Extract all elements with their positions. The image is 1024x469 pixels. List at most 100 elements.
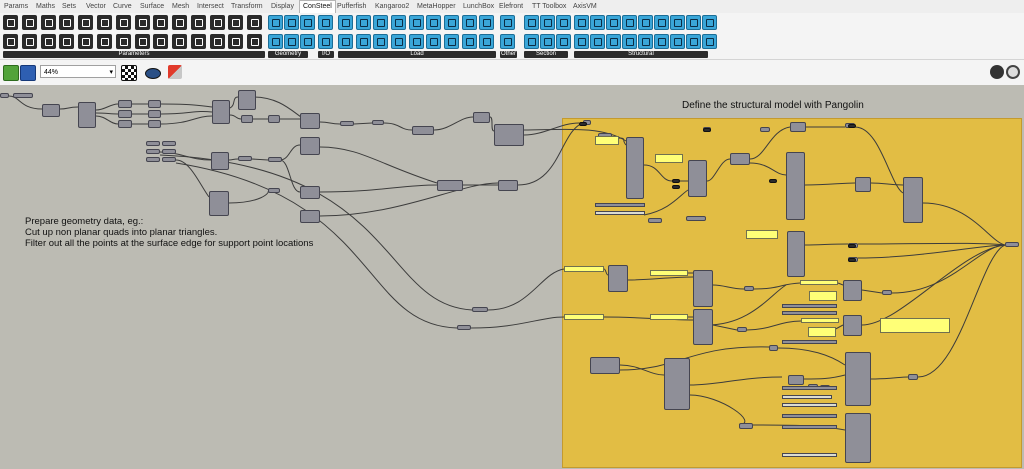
component-icon[interactable] [3, 15, 18, 30]
component-icon[interactable] [247, 15, 263, 30]
component-node[interactable] [211, 152, 229, 170]
tab-intersect[interactable]: Intersect [197, 3, 224, 10]
tab-pufferfish[interactable]: Pufferfish [337, 3, 367, 10]
component-node[interactable] [845, 352, 871, 406]
component-node[interactable] [148, 110, 161, 118]
component-pill[interactable] [372, 120, 384, 125]
panel[interactable] [564, 314, 604, 320]
component-icon[interactable] [524, 33, 539, 49]
wire-relay[interactable] [672, 179, 680, 183]
panel[interactable] [809, 291, 837, 301]
component-node[interactable] [209, 191, 229, 216]
component-icon[interactable] [443, 33, 459, 49]
component-icon[interactable] [338, 33, 353, 49]
wire-relay[interactable] [769, 179, 777, 183]
component-icon[interactable] [268, 15, 283, 30]
tab-tt-toolbox[interactable]: TT Toolbox [532, 3, 567, 10]
tab-display[interactable]: Display [271, 3, 294, 10]
tab-mesh[interactable]: Mesh [172, 3, 190, 10]
component-icon[interactable] [300, 15, 315, 30]
component-icon[interactable] [540, 15, 555, 30]
component-icon[interactable] [228, 33, 244, 49]
tab-metahopper[interactable]: MetaHopper [417, 3, 456, 10]
component-node[interactable] [845, 413, 871, 463]
component-node[interactable] [498, 180, 518, 191]
component-node[interactable] [118, 110, 132, 118]
component-icon[interactable] [78, 33, 94, 49]
component-icon[interactable] [622, 15, 637, 30]
component-pill[interactable] [146, 157, 160, 162]
component-icon[interactable] [153, 15, 169, 30]
component-node[interactable] [688, 160, 707, 197]
component-node[interactable] [78, 102, 96, 128]
tab-elefront[interactable]: Elefront [499, 3, 524, 10]
number-slider[interactable] [782, 403, 837, 407]
component-icon[interactable] [686, 33, 701, 49]
component-node[interactable] [903, 177, 923, 223]
component-icon[interactable] [172, 15, 188, 30]
component-icon[interactable] [172, 33, 188, 49]
panel[interactable] [564, 266, 604, 272]
component-pill[interactable] [882, 290, 892, 295]
component-icon[interactable] [21, 33, 37, 49]
component-node[interactable] [769, 345, 778, 351]
wire-relay[interactable] [672, 185, 680, 189]
component-icon[interactable] [524, 15, 539, 30]
wire-relay[interactable] [579, 122, 587, 126]
component-icon[interactable] [268, 33, 283, 49]
component-node[interactable] [300, 210, 320, 223]
zoom-select[interactable]: 44% ▾ [40, 65, 116, 78]
component-icon[interactable] [390, 15, 406, 30]
preview-mode-icon[interactable] [121, 65, 137, 81]
component-node[interactable] [693, 309, 713, 345]
component-icon[interactable] [606, 33, 621, 49]
component-icon[interactable] [479, 33, 495, 49]
component-icon[interactable] [556, 15, 571, 30]
component-pill[interactable] [737, 327, 747, 332]
component-icon[interactable] [500, 33, 515, 49]
component-icon[interactable] [540, 33, 555, 49]
component-pill[interactable] [340, 121, 354, 126]
number-slider[interactable] [595, 203, 645, 207]
component-pill[interactable] [268, 188, 280, 193]
component-icon[interactable] [606, 15, 621, 30]
component-icon[interactable] [355, 15, 371, 30]
component-node[interactable] [787, 231, 805, 277]
component-icon[interactable] [318, 15, 333, 30]
component-pill[interactable] [238, 156, 252, 161]
component-node[interactable] [608, 265, 628, 292]
component-node[interactable] [212, 100, 230, 124]
sketch-icon[interactable] [168, 65, 182, 79]
component-node[interactable] [241, 115, 253, 123]
component-icon[interactable] [461, 15, 477, 30]
component-icon[interactable] [408, 15, 424, 30]
component-node[interactable] [473, 112, 490, 123]
component-node[interactable] [42, 104, 60, 117]
component-icon[interactable] [670, 15, 685, 30]
wire-relay[interactable] [848, 124, 856, 128]
component-icon[interactable] [21, 15, 37, 30]
component-icon[interactable] [574, 15, 589, 30]
component-icon[interactable] [96, 33, 112, 49]
component-icon[interactable] [590, 33, 605, 49]
component-icon[interactable] [40, 15, 56, 30]
component-icon[interactable] [479, 15, 495, 30]
component-pill[interactable] [472, 307, 488, 312]
component-icon[interactable] [574, 33, 589, 49]
number-slider[interactable] [782, 386, 837, 390]
component-node[interactable] [590, 357, 620, 374]
eye-icon[interactable] [145, 68, 161, 79]
component-icon[interactable] [96, 15, 112, 30]
tab-consteel[interactable]: ConSteel [299, 0, 336, 13]
number-slider[interactable] [782, 395, 832, 399]
component-icon[interactable] [284, 15, 299, 30]
component-icon[interactable] [134, 33, 150, 49]
component-icon[interactable] [702, 15, 717, 30]
component-node[interactable] [300, 113, 320, 129]
component-pill[interactable] [1005, 242, 1019, 247]
tab-vector[interactable]: Vector [86, 3, 106, 10]
panel[interactable] [808, 327, 836, 337]
component-icon[interactable] [115, 33, 131, 49]
component-pill[interactable] [744, 286, 754, 291]
component-pill[interactable] [648, 218, 662, 223]
